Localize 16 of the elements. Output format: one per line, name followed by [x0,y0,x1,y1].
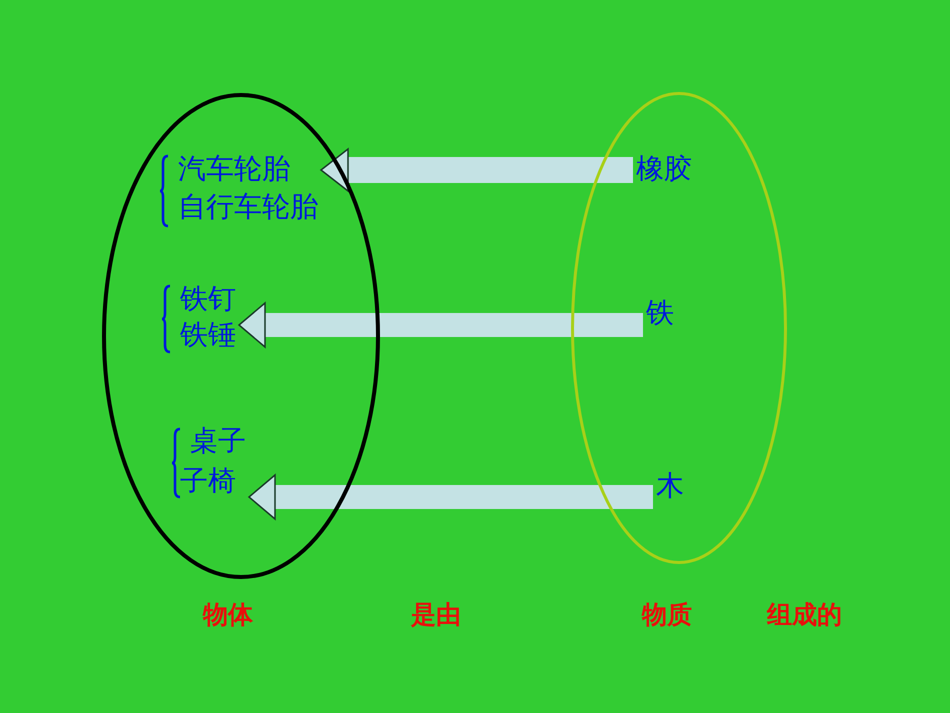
item-text: 子椅 [180,465,236,497]
item-text: 木 [656,470,684,502]
caption-word: 物体 [203,600,253,630]
item-text: 橡胶 [636,153,692,185]
block-arrow [320,148,633,192]
caption-word: 是由 [411,600,461,630]
caption-word: 物质 [642,600,692,630]
caption-word: 组成的 [767,600,842,630]
item-text: 自行车轮胎 [178,191,318,223]
item-text: 铁锤 [180,319,236,351]
item-text: 铁钉 [180,283,236,315]
item-text: 桌子 [190,425,246,457]
item-text: 汽车轮胎 [178,153,290,185]
block-arrow [248,474,653,520]
block-arrow [238,302,643,348]
item-text: 铁 [646,297,674,329]
